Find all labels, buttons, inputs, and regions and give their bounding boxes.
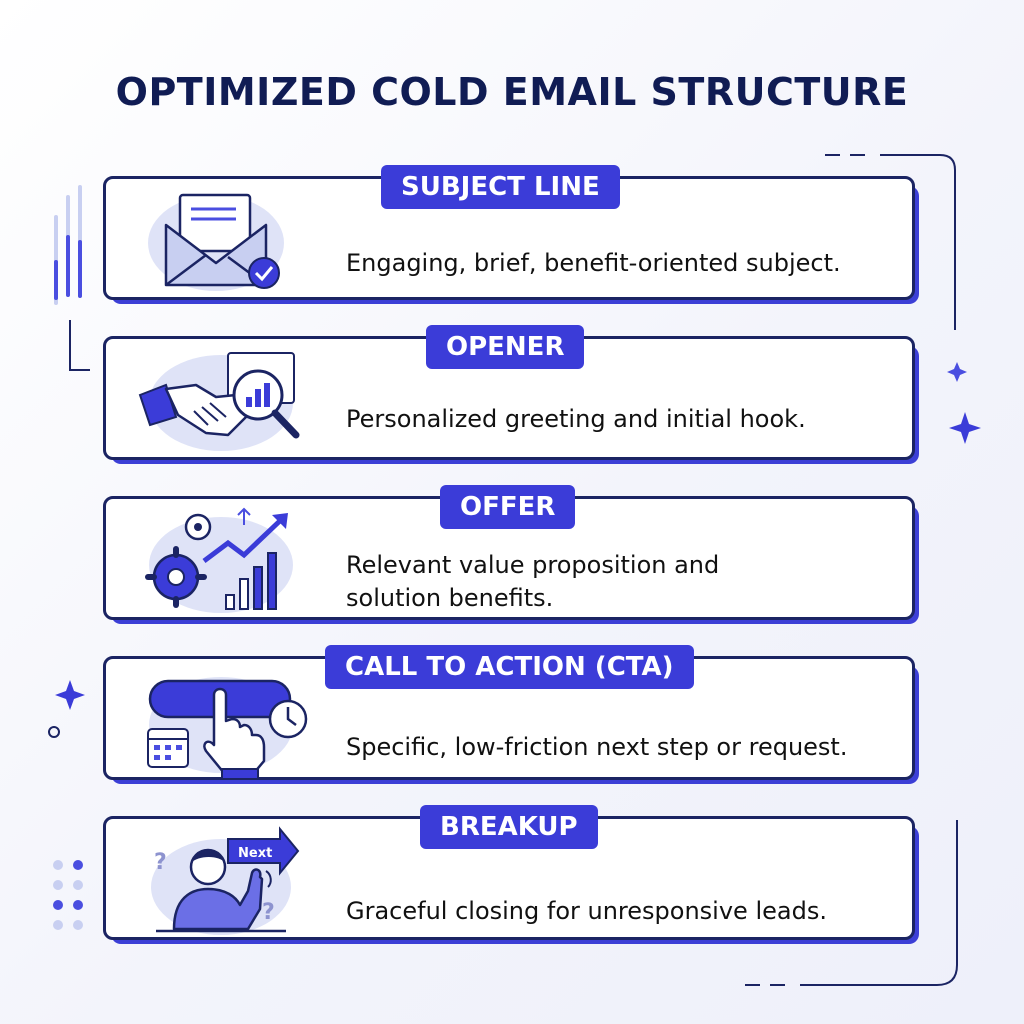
svg-text:?: ?: [154, 850, 167, 875]
step-offer: OFFER Relevant value proposition and sol…: [103, 485, 920, 626]
decorative-bars: [54, 185, 90, 371]
step-breakup: ? ? Next BREAKUP Graceful closing for un…: [103, 805, 920, 946]
step-description: Specific, low-friction next step or requ…: [346, 733, 848, 761]
step-card: OFFER Relevant value proposition and sol…: [103, 485, 915, 620]
step-card: CALL TO ACTION (CTA) Specific, low-frict…: [103, 645, 915, 780]
step-opener: OPENER Personalized greeting and initial…: [103, 325, 920, 466]
step-label: SUBJECT LINE: [381, 165, 620, 209]
page-title: OPTIMIZED COLD EMAIL STRUCTURE: [115, 70, 909, 114]
step-card: ? ? Next BREAKUP Graceful closing for un…: [103, 805, 915, 940]
step-description: Engaging, brief, benefit-oriented subjec…: [346, 249, 841, 277]
handshake-magnifier-icon: [138, 352, 300, 451]
decorative-bracket-bottom: [745, 820, 958, 986]
step-description: Personalized greeting and initial hook.: [346, 405, 806, 433]
decorative-bracket-right: [825, 154, 956, 330]
step-label: CALL TO ACTION (CTA): [325, 645, 694, 689]
svg-text:?: ?: [262, 900, 275, 925]
step-subject-line: SUBJECT LINE Engaging, brief, benefit-or…: [103, 165, 920, 306]
person-waving-next-icon: ? ? Next: [151, 826, 300, 935]
sparkle-left-icon: [48, 680, 85, 738]
step-description: Graceful closing for unresponsive leads.: [346, 897, 827, 925]
decorative-dots: [53, 860, 83, 930]
envelope-check-icon: [148, 193, 284, 291]
step-description: Relevant value proposition and solution …: [346, 551, 720, 612]
step-label: BREAKUP: [420, 805, 598, 849]
step-call-to-action: CALL TO ACTION (CTA) Specific, low-frict…: [103, 645, 920, 786]
step-card: SUBJECT LINE Engaging, brief, benefit-or…: [103, 165, 915, 300]
pointer-click-button-icon: [147, 677, 308, 780]
step-label: OFFER: [440, 485, 576, 529]
step-card: OPENER Personalized greeting and initial…: [103, 325, 915, 460]
next-label: Next: [238, 846, 272, 861]
gears-growth-chart-icon: [145, 507, 293, 613]
sparkle-icon: [947, 362, 981, 444]
step-label: OPENER: [426, 325, 585, 369]
